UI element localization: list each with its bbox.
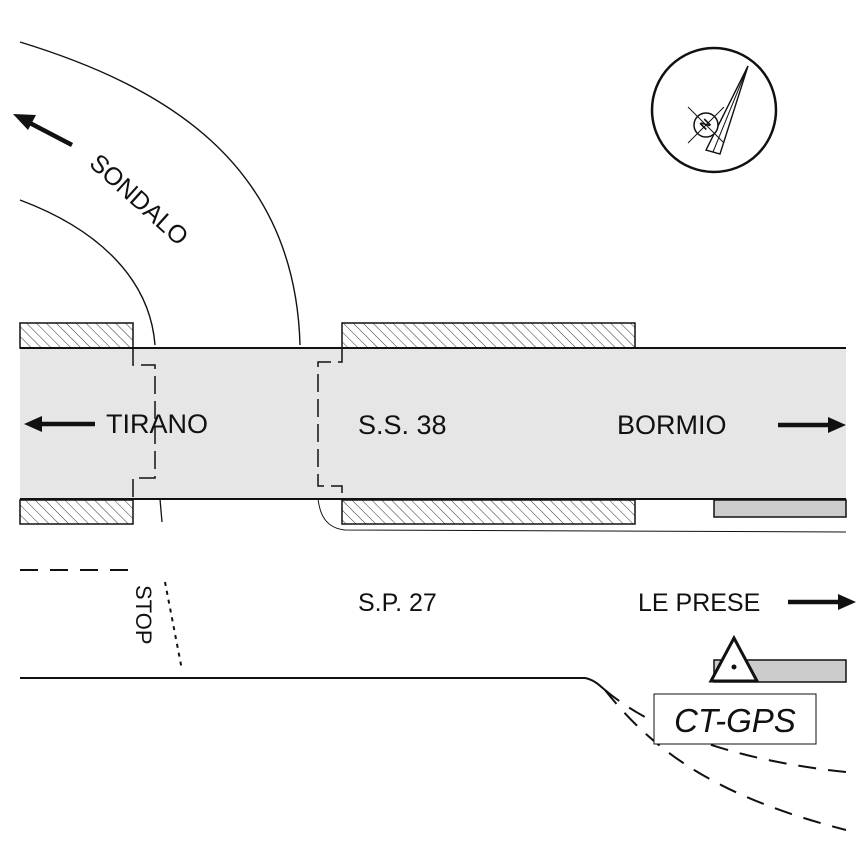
- sidewalk-bottom-center: [341, 499, 636, 525]
- junction-line-left: [132, 348, 156, 499]
- direction-arrow-icon: [24, 416, 95, 432]
- station-label: CT-GPS: [674, 702, 796, 739]
- sidewalk-top-center: [341, 322, 636, 349]
- station-triangle-icon: [708, 634, 760, 683]
- sp27-solid-edge: [20, 677, 606, 691]
- label-le-prese: LE PRESE: [638, 589, 760, 617]
- junction-stub-left: [159, 498, 163, 523]
- label-tirano: TIRANO: [106, 409, 208, 439]
- label-stop: STOP: [131, 585, 156, 645]
- stop-line: [164, 581, 183, 671]
- junction-curb-right: [317, 498, 847, 533]
- direction-arrow-icon: [788, 594, 856, 610]
- direction-arrow-icon: [778, 417, 846, 433]
- label-ss38: S.S. 38: [358, 410, 447, 440]
- main-road-ss38: [20, 348, 846, 499]
- sondalo-road-inner-edge: [19, 199, 156, 346]
- station-label-box: [653, 693, 817, 745]
- direction-arrow-icon: [13, 114, 74, 147]
- sidewalk-top-left: [19, 322, 134, 349]
- sondalo-road-outer-edge: [19, 41, 301, 346]
- label-sondalo: SONDALO: [84, 149, 194, 252]
- label-sp27: S.P. 27: [358, 589, 437, 617]
- sidewalk-bottom-left: [19, 499, 134, 525]
- platform-bormio: [713, 499, 847, 518]
- junction-line-right: [317, 348, 343, 499]
- north-arrow-icon: N: [650, 46, 778, 174]
- label-bormio: BORMIO: [617, 410, 727, 440]
- ramp-dashed-lower: [604, 689, 847, 831]
